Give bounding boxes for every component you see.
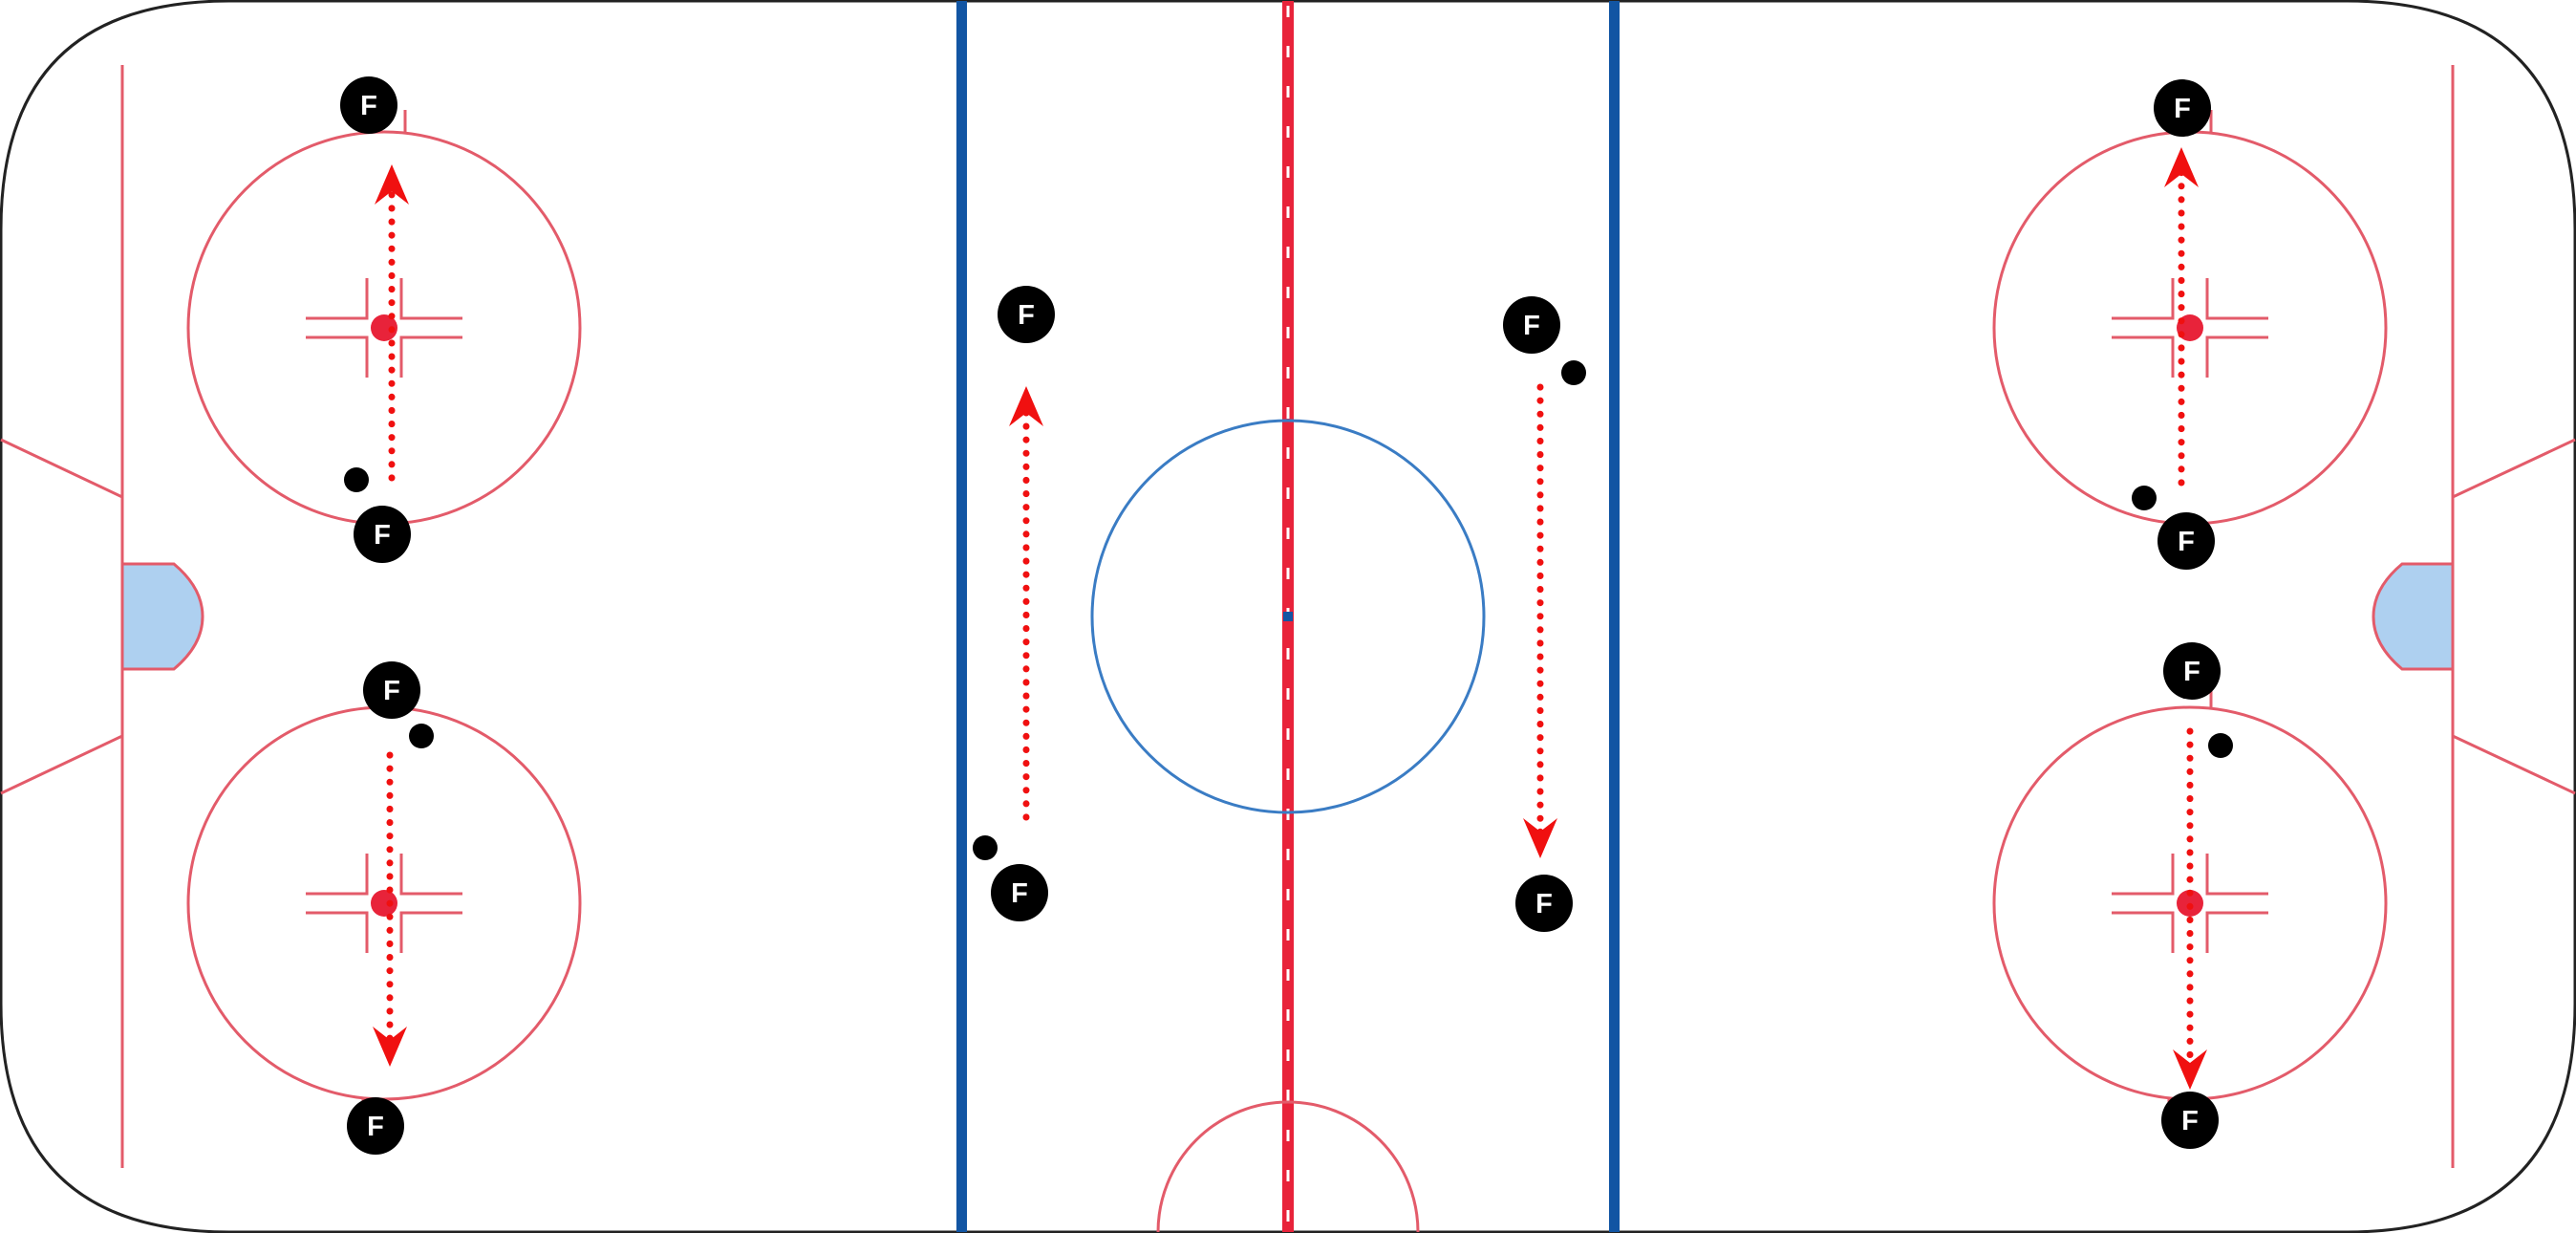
arrow-up — [1009, 386, 1043, 821]
skating-arrows — [373, 147, 2207, 1090]
puck — [2208, 733, 2233, 758]
player-token — [2163, 642, 2221, 700]
player-forward: F — [991, 864, 1048, 921]
player-label: F — [2174, 94, 2191, 124]
player-forward: F — [1503, 296, 1560, 354]
faceoff-dot — [371, 314, 397, 341]
puck — [973, 835, 998, 860]
player-token — [340, 76, 397, 134]
trapezoid-left — [0, 438, 123, 795]
player-forward: F — [2161, 1092, 2219, 1149]
player-token — [998, 286, 1055, 343]
arrowhead — [375, 164, 409, 205]
player-token — [2154, 79, 2211, 137]
player-label: F — [2183, 657, 2200, 687]
player-label: F — [2178, 527, 2195, 557]
center-ice-circle — [1090, 419, 1486, 814]
player-forward: F — [2163, 642, 2221, 700]
arrow-up — [375, 164, 409, 482]
player-forward: F — [1515, 875, 1573, 932]
arrow-down — [1523, 383, 1557, 858]
player-forward: F — [2154, 79, 2211, 137]
player-label: F — [360, 91, 377, 121]
puck — [344, 467, 369, 492]
arrowhead — [373, 1027, 407, 1067]
arrowhead — [1009, 386, 1043, 426]
player-token — [354, 506, 411, 563]
blue-line-left — [956, 1, 967, 1232]
center-ice-dot — [1283, 612, 1293, 621]
puck — [1561, 360, 1586, 385]
arrowhead — [2173, 1049, 2207, 1090]
players: F F F F F F F F F F F F — [340, 76, 2221, 1155]
player-token — [347, 1097, 404, 1155]
player-forward: F — [363, 661, 420, 719]
player-label: F — [1535, 889, 1553, 919]
goal-crease-right — [2372, 562, 2455, 671]
player-forward: F — [2157, 512, 2215, 570]
player-token — [2157, 512, 2215, 570]
arrow-up — [2164, 147, 2199, 487]
player-token — [2161, 1092, 2219, 1149]
pucks — [344, 360, 2233, 860]
arrowhead — [1523, 818, 1557, 858]
player-forward: F — [347, 1097, 404, 1155]
player-label: F — [1011, 878, 1028, 909]
player-token — [1515, 875, 1573, 932]
player-token — [991, 864, 1048, 921]
faceoff-dot — [371, 890, 397, 917]
player-label: F — [1018, 300, 1035, 331]
player-label: F — [1523, 311, 1540, 341]
player-label: F — [383, 676, 400, 706]
arrow-down — [2173, 727, 2207, 1090]
blue-line-right — [1609, 1, 1620, 1232]
arrowhead — [2164, 147, 2199, 187]
arrow-down — [373, 751, 407, 1067]
puck — [409, 724, 434, 748]
player-label: F — [367, 1112, 384, 1142]
player-label: F — [374, 520, 391, 551]
referee-crease — [1156, 1100, 1420, 1233]
trapezoid-right — [2452, 438, 2576, 795]
player-forward: F — [998, 286, 1055, 343]
player-token — [363, 661, 420, 719]
player-forward: F — [340, 76, 397, 134]
goal-crease-left — [120, 562, 204, 671]
player-token — [1503, 296, 1560, 354]
player-label: F — [2181, 1106, 2199, 1136]
player-forward: F — [354, 506, 411, 563]
puck — [2132, 486, 2157, 510]
